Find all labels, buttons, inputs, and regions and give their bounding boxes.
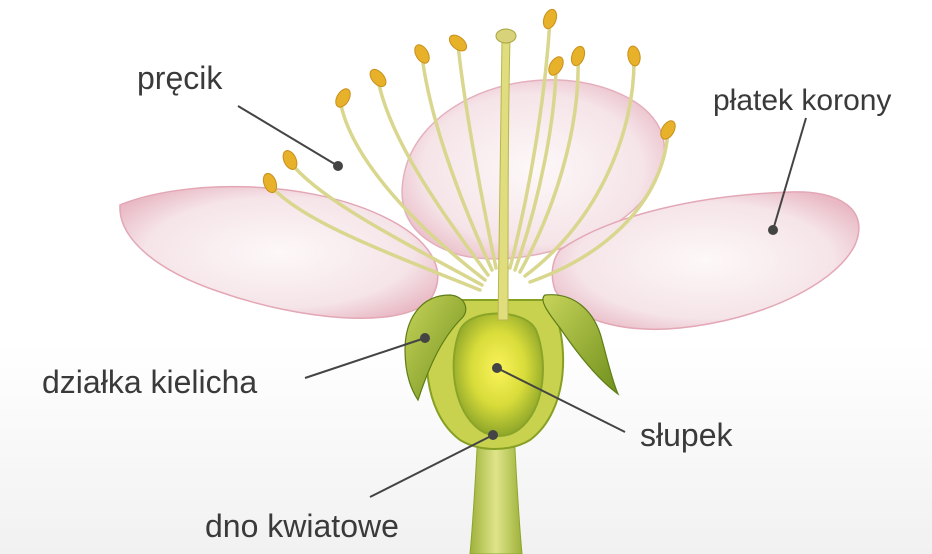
- anther: [333, 86, 353, 109]
- label-stamen: pręcik: [137, 60, 222, 96]
- anther: [569, 45, 587, 68]
- label-sepal: działka kielicha: [42, 364, 257, 400]
- label-receptacle: dno kwiatowe: [205, 508, 399, 544]
- label-pistil: słupek: [640, 417, 733, 453]
- leader-dot-petal: [769, 226, 777, 234]
- label-petal: płatek korony: [713, 83, 891, 119]
- stigma: [496, 29, 516, 43]
- anther: [367, 66, 389, 89]
- ovary: [454, 314, 543, 437]
- leader-dot-stamen: [334, 162, 342, 170]
- anther: [626, 45, 641, 67]
- leader-dot-sepal: [421, 334, 429, 342]
- anther: [412, 42, 432, 65]
- leader-dot-pistil: [493, 364, 501, 372]
- anther: [546, 54, 566, 77]
- style: [498, 40, 510, 320]
- anther: [541, 8, 559, 31]
- leader-dot-receptacle: [489, 431, 497, 439]
